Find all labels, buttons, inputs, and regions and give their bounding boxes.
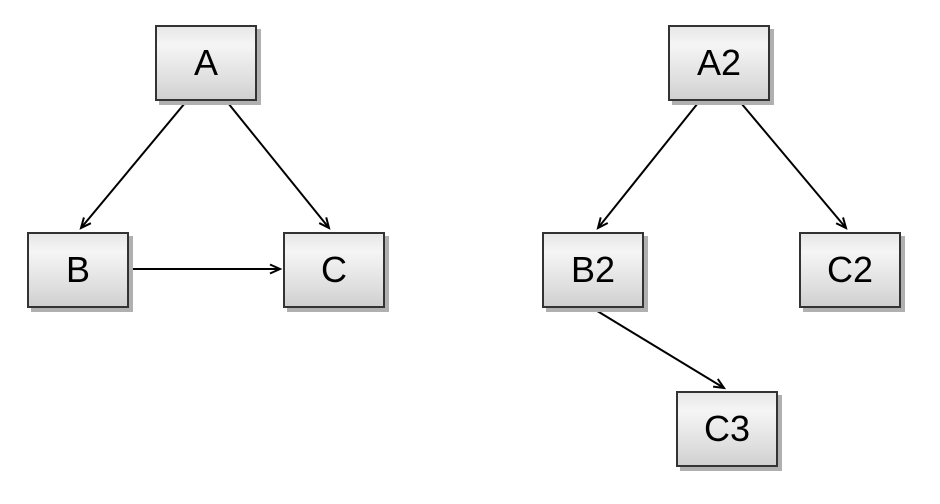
node-C: C	[283, 232, 385, 308]
edge-A-to-B	[79, 102, 186, 230]
edge-B2-to-C3	[593, 308, 727, 390]
node-C3-label: C3	[703, 408, 751, 449]
node-C-label: C	[321, 249, 347, 290]
node-B-label: B	[65, 249, 90, 290]
node-A2: A2	[668, 25, 770, 101]
edge-A2-to-C2	[740, 102, 848, 230]
node-C3: C3	[676, 391, 778, 467]
node-C2: C2	[799, 232, 901, 308]
node-B2: B2	[542, 232, 644, 308]
edge-A2-to-B2	[596, 102, 699, 230]
node-A: A	[155, 25, 257, 101]
node-A2-label: A2	[696, 42, 742, 83]
edge-A-to-C	[227, 102, 331, 230]
node-B: B	[27, 232, 129, 308]
node-C2-label: C2	[826, 249, 874, 290]
node-A-label: A	[193, 42, 218, 83]
node-B2-label: B2	[570, 249, 616, 290]
